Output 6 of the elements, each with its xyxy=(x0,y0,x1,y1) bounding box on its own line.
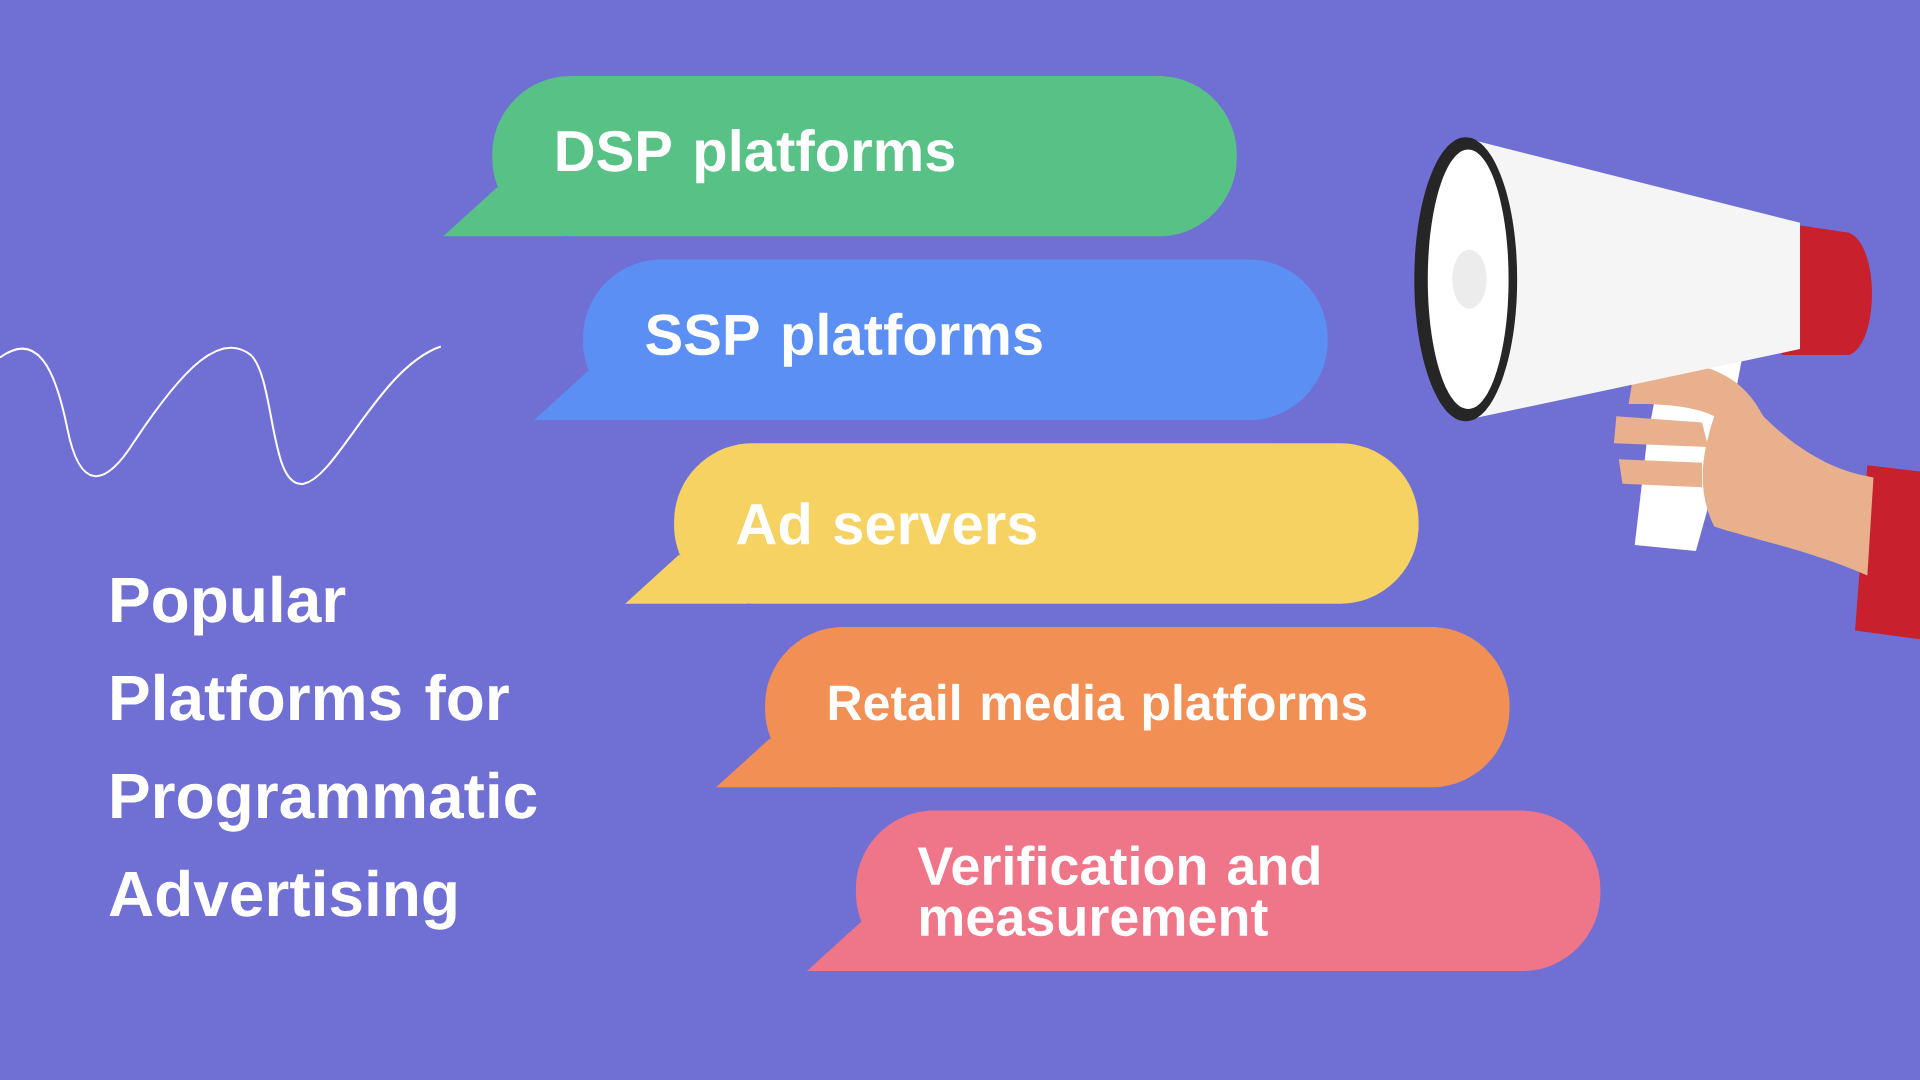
speech-bubble: SSP platforms xyxy=(534,259,1328,420)
speech-bubble: Verification and measurement xyxy=(806,810,1601,972)
speech-bubble: Ad servers xyxy=(625,443,1419,604)
title: Popular Platforms for Programmatic Advertising xyxy=(109,575,537,930)
speech-bubble: DSP platforms xyxy=(443,75,1237,237)
speech-bubble: Retail media platforms xyxy=(716,626,1510,788)
